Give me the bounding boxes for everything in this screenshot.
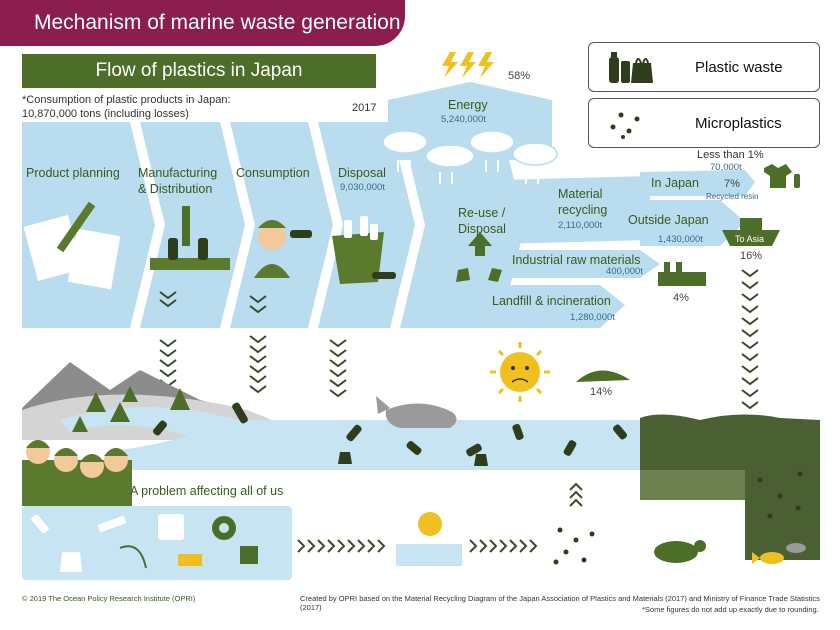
stage-reuse-label-1: Re-use / <box>458 206 506 220</box>
to-asia-label: To Asia <box>735 234 765 244</box>
consumption-note-line2: 10,870,000 tons (including losses) <box>22 108 189 120</box>
river <box>60 406 248 440</box>
energy-pct: 58% <box>508 70 531 82</box>
legend-plastic-waste-label: Plastic waste <box>695 59 783 76</box>
stage-reuse-label-2: Disposal <box>458 222 506 236</box>
page-title: Mechanism of marine waste generation <box>34 11 401 34</box>
industrial-band <box>500 250 660 278</box>
title-banner: Mechanism of marine waste generation <box>0 0 405 46</box>
shirt-bottle-icon <box>764 164 800 188</box>
microplastic-dots <box>553 471 803 565</box>
year-label: 2017 <box>352 102 377 114</box>
lightning-icon <box>442 52 494 78</box>
stage-consumption-label: Consumption <box>236 166 310 180</box>
ship-icon <box>722 218 780 246</box>
energy-amount: 5,240,000t <box>441 114 486 125</box>
stage-planning-label: Product planning <box>26 166 120 180</box>
disposal-amount: 9,030,000t <box>340 182 385 193</box>
subtitle-bar: Flow of plastics in Japan <box>22 54 376 88</box>
recycle-icon <box>456 232 502 282</box>
landfill-label: Landfill & incineration <box>492 294 611 308</box>
trees <box>72 386 190 432</box>
in-japan-arrow <box>640 170 755 196</box>
recycled-resin-label: Recycled resin <box>706 192 759 201</box>
factory-illustration <box>150 206 230 270</box>
material-recycling-band <box>500 176 650 244</box>
planning-illustration <box>23 201 121 290</box>
heat-arrows <box>397 160 539 184</box>
landfill-mound-icon <box>576 370 630 382</box>
clouds-group <box>382 130 558 168</box>
stage-manufacturing-label-1: Manufacturing <box>138 166 218 180</box>
industrial-amount: 400,000t <box>606 266 643 277</box>
fish-icon <box>752 543 806 564</box>
stage-manufacturing-chevron <box>140 122 245 328</box>
page-subtitle: Flow of plastics in Japan <box>95 60 303 81</box>
outside-japan-amount: 1,430,000t <box>658 234 703 245</box>
industrial-label: Industrial raw materials <box>512 253 641 267</box>
people-group <box>22 440 132 506</box>
material-recycling-amount: 2,110,000t <box>558 220 603 231</box>
down-arrows-group <box>159 269 759 410</box>
sea <box>120 420 640 470</box>
stage-disposal-label: Disposal <box>338 166 386 180</box>
daily-items-icons <box>31 514 258 572</box>
in-japan-pct: 7% <box>724 178 740 190</box>
floating-plastic-waste <box>153 402 627 466</box>
legend-microplastics: Microplastics <box>588 98 820 148</box>
in-japan-label: In Japan <box>651 176 699 190</box>
problem-label: A problem affecting all of us <box>130 484 284 498</box>
landfill-band <box>425 285 625 328</box>
stage-planning-chevron <box>22 122 155 328</box>
microplastics-dots-icon <box>610 112 640 139</box>
energy-label: Energy <box>448 98 488 112</box>
small-sun-waves-icon <box>396 512 462 566</box>
whale-icon <box>376 396 457 428</box>
landfill-pct: 14% <box>590 386 613 398</box>
polluted-sea-inner <box>640 470 745 500</box>
credit-note: Created by OPRI based on the Material Re… <box>300 594 820 612</box>
industrial-pct: 4% <box>673 292 689 304</box>
material-recycling-label-1: Material <box>558 187 603 201</box>
in-japan-amount: 70,000t <box>710 162 742 173</box>
stage-manufacturing-label-2: & Distribution <box>138 182 213 196</box>
turtle-icon <box>654 540 706 563</box>
industrial-factory-icon <box>658 262 706 286</box>
rounding-note: *Some figures do not add up exactly due … <box>642 605 819 614</box>
material-recycling-label-2: recycling <box>558 203 608 217</box>
consumption-note-line1: *Consumption of plastic products in Japa… <box>22 94 231 106</box>
trash-illustration <box>332 216 396 284</box>
landfill-amount: 1,280,000t <box>570 312 615 323</box>
polluted-sea <box>640 414 820 560</box>
sun-icon <box>490 342 550 402</box>
plastic-bottle-bag-icon <box>609 52 653 83</box>
legend-microplastics-label: Microplastics <box>695 115 782 132</box>
consumer-illustration <box>254 220 312 278</box>
legend-plastic-waste: Plastic waste <box>588 42 820 92</box>
less-than-label: Less than 1% <box>697 149 764 161</box>
outside-japan-arrow <box>640 200 745 246</box>
right-arrows <box>297 482 583 553</box>
outside-japan-pct: 16% <box>740 250 763 262</box>
copyright: © 2019 The Ocean Policy Research Institu… <box>22 594 196 603</box>
outside-japan-label: Outside Japan <box>628 213 709 227</box>
